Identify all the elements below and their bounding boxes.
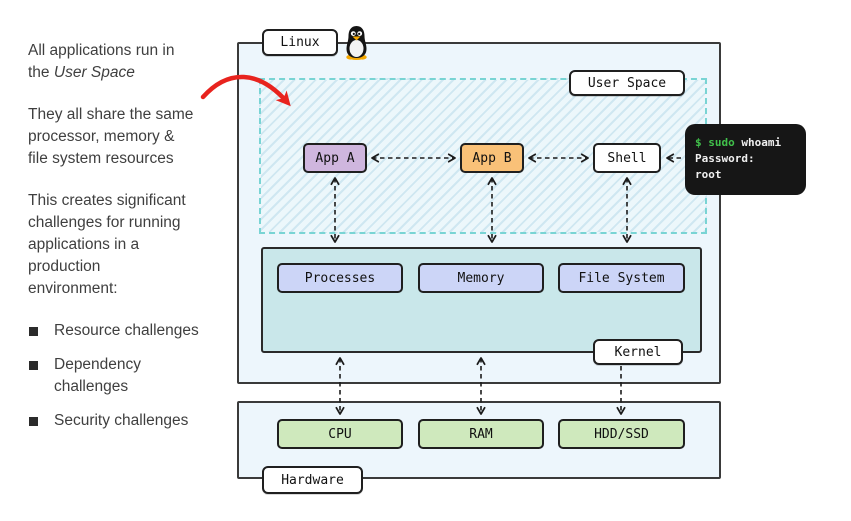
note-line: the User Space: [28, 64, 135, 81]
notes-panel: All applications run in the User Space T…: [28, 40, 240, 444]
bullet-text: Security challenges: [54, 412, 189, 429]
app-b-box: App B: [460, 143, 524, 173]
note-line: processor, memory &: [28, 128, 175, 145]
challenges-bullet-list: Resource challenges Dependency challenge…: [28, 320, 240, 432]
bullet-square-icon: [29, 327, 38, 336]
bullet-text: challenges: [54, 378, 129, 395]
bullet-item-resource: Resource challenges: [28, 320, 240, 342]
terminal-command-line: $ sudo whoami: [695, 135, 796, 151]
file-system-box: File System: [558, 263, 685, 293]
hdd-ssd-box: HDD/SSD: [558, 419, 685, 449]
note-line: environment:: [28, 280, 118, 297]
processes-box: Processes: [277, 263, 403, 293]
terminal-password-line: Password:: [695, 152, 755, 165]
note-line: file system resources: [28, 150, 174, 167]
memory-box: Memory: [418, 263, 544, 293]
terminal-prompt: $ sudo: [695, 136, 735, 149]
shell-box: Shell: [593, 143, 661, 173]
bullet-text: Resource challenges: [54, 322, 199, 339]
note-line: All applications run in: [28, 42, 175, 59]
terminal-popup: $ sudo whoami Password: root: [685, 124, 806, 195]
note-line: applications in a: [28, 236, 140, 253]
note-paragraph-challenges: This creates significant challenges for …: [28, 190, 240, 300]
user-space-emphasis: User Space: [53, 64, 135, 81]
bullet-square-icon: [29, 417, 38, 426]
kernel-label-tag: Kernel: [593, 339, 683, 365]
linux-label-tag: Linux: [262, 29, 338, 56]
ram-box: RAM: [418, 419, 544, 449]
app-a-box: App A: [303, 143, 367, 173]
note-line: challenges for running: [28, 214, 181, 231]
bullet-item-security: Security challenges: [28, 410, 240, 432]
note-paragraph-shared-resources: They all share the same processor, memor…: [28, 104, 240, 170]
cpu-box: CPU: [277, 419, 403, 449]
note-line: They all share the same: [28, 106, 194, 123]
note-line: production: [28, 258, 101, 275]
hardware-label-tag: Hardware: [262, 466, 363, 494]
terminal-output-line: root: [695, 168, 722, 181]
terminal-command: whoami: [734, 136, 782, 149]
bullet-item-dependency: Dependency challenges: [28, 354, 240, 398]
bullet-square-icon: [29, 361, 38, 370]
bullet-text: Dependency: [54, 356, 142, 373]
note-line: This creates significant: [28, 192, 186, 209]
tux-penguin-icon: [346, 26, 367, 60]
note-paragraph-user-space: All applications run in the User Space: [28, 40, 240, 84]
user-space-label-tag: User Space: [569, 70, 685, 96]
